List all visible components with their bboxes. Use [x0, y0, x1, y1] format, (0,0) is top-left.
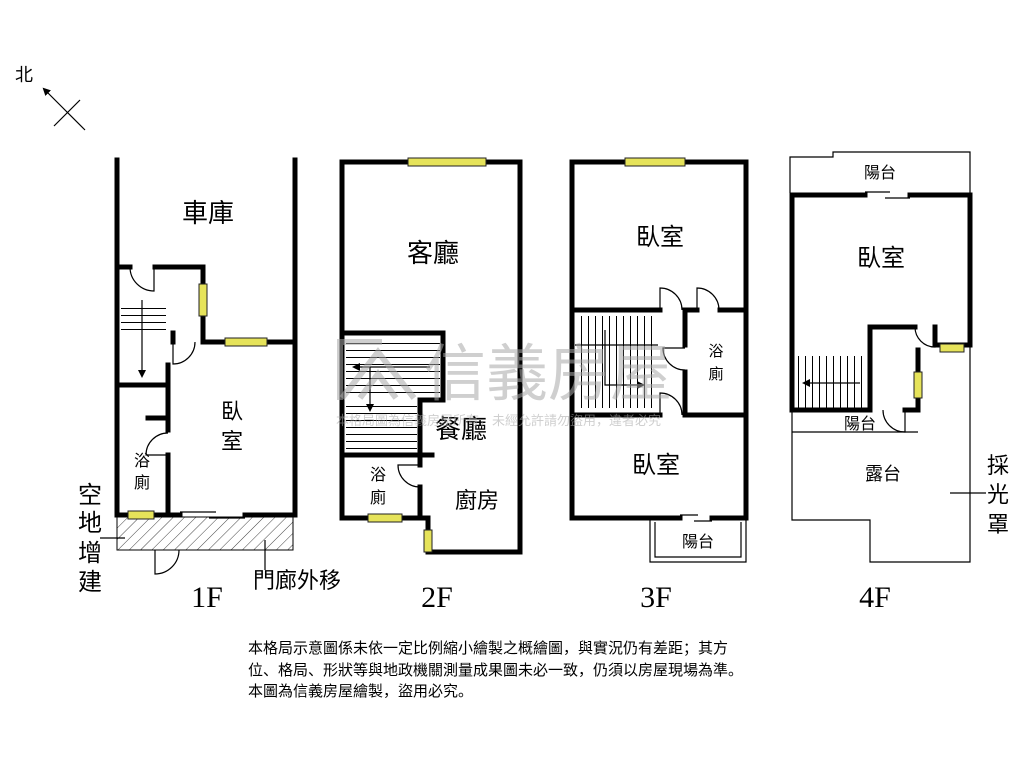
extension-note: 建 [78, 568, 102, 596]
door-swing [145, 432, 169, 456]
porch-note: 門廊外移 [253, 569, 341, 594]
watermark-logo [337, 339, 417, 400]
porch-extension-hatch [116, 516, 294, 551]
floor-label-2f: 2F [421, 581, 453, 614]
room-label-balcony: 陽台 [682, 532, 714, 551]
room-label-bedroom: 臥室 [636, 223, 684, 251]
room-label-bathroom: 廁 [134, 473, 150, 492]
sliding-door [180, 511, 245, 519]
door-swing [882, 409, 906, 433]
room-label-bedroom: 臥室 [857, 244, 905, 272]
window [913, 371, 923, 399]
compass-cross-line [53, 99, 81, 127]
door-swing [659, 392, 683, 416]
room-label-dining-room: 餐廳 [435, 415, 487, 445]
extension-note: 空 [78, 481, 102, 509]
skylight-note: 採 [987, 454, 1009, 479]
window [127, 510, 155, 520]
extension-note: 增 [78, 539, 102, 567]
floor-label-1f: 1F [191, 581, 223, 614]
door-swing [129, 266, 155, 292]
room-label-balcony: 陽台 [844, 414, 876, 433]
room-label-garage: 車庫 [182, 199, 234, 229]
window [939, 343, 965, 353]
door-swing [696, 287, 720, 311]
window [198, 283, 208, 317]
room-label-balcony: 陽台 [864, 163, 896, 182]
room-label-bathroom: 浴 [370, 465, 386, 484]
room-label-bathroom: 浴 [134, 451, 150, 470]
floor-label-3f: 3F [640, 581, 672, 614]
floor-4f: 陽台 臥室 陽台 露台 採 光 罩 4F [789, 151, 1009, 614]
floor-1f: 車庫 臥 室 浴 廁 空 地 增 建 門廊外移 1F [78, 157, 341, 614]
door-swing [154, 549, 180, 575]
balcony-4f-north-outline [789, 151, 971, 193]
floor-2f: 客廳 餐廳 浴 廁 廚房 2F [339, 157, 523, 614]
room-label-terrace: 露台 [865, 464, 901, 485]
north-compass: 北 [15, 65, 86, 131]
skylight-note: 光 [987, 483, 1009, 508]
window [624, 157, 686, 167]
stair-1f [121, 302, 166, 336]
skylight-note: 罩 [987, 513, 1009, 538]
disclaimer-line: 本格局示意圖係未依一定比例縮小繪製之概繪圖，與實況仍有差距；其方 [248, 639, 728, 657]
extension-note: 地 [78, 509, 102, 537]
room-label-bedroom: 臥 [221, 400, 243, 425]
north-label: 北 [15, 65, 33, 86]
stair-4f [798, 356, 866, 408]
room-label-kitchen: 廚房 [455, 489, 499, 514]
sliding-door [680, 514, 712, 522]
disclaimer-line: 本圖為信義房屋繪製，盜用必究。 [248, 682, 473, 700]
stair-3f-arrow-icon [604, 330, 645, 389]
disclaimer: 本格局示意圖係未依一定比例縮小繪製之概繪圖，與實況仍有差距；其方 位、格局、形狀… [248, 639, 743, 700]
room-label-bedroom: 臥室 [632, 451, 680, 479]
window [224, 337, 268, 347]
room-label-bathroom: 浴 [708, 342, 723, 360]
watermark: 信義房屋 本格局圖為信義房屋所有，未經允許請勿盜用，違者必究 [336, 337, 672, 429]
room-label-bathroom: 廁 [708, 365, 723, 383]
stair-2f-lower [346, 403, 417, 452]
disclaimer-line: 位、格局、形狀等與地政機關測量成果圖未必一致，仍須以房屋現場為準。 [248, 661, 743, 679]
sliding-door [865, 191, 910, 199]
window [367, 513, 403, 523]
window [407, 157, 487, 167]
door-swing [172, 341, 196, 365]
window [423, 529, 433, 553]
room-label-living-room: 客廳 [407, 239, 459, 269]
door-swing [659, 287, 683, 311]
stair-3f [578, 316, 656, 408]
watermark-brand: 信義房屋 [424, 337, 672, 410]
floor-label-4f: 4F [859, 581, 891, 614]
door-swing [914, 326, 936, 348]
room-label-bedroom: 室 [221, 430, 243, 455]
door-swing [662, 347, 686, 371]
terrace-outline [791, 345, 971, 563]
room-label-bathroom: 廁 [370, 488, 386, 507]
north-arrow-icon [42, 87, 86, 131]
door-swing [397, 464, 421, 488]
watermark-notice: 本格局圖為信義房屋所有，未經允許請勿盜用，違者必究 [336, 413, 661, 429]
floor-3f: 臥室 浴 廁 臥室 陽台 3F [569, 157, 749, 614]
balcony-3f-outline [649, 518, 747, 563]
